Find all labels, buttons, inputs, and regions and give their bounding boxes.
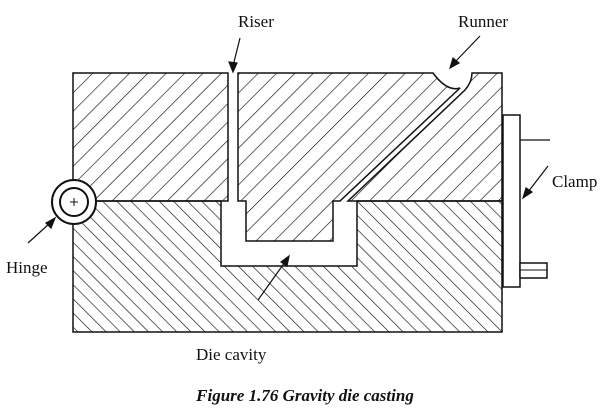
upper-die-half [72, 72, 503, 242]
riser-label: Riser [238, 12, 274, 31]
hinge-label: Hinge [6, 258, 48, 277]
runner-label: Runner [458, 12, 509, 31]
die-cavity-label: Die cavity [196, 345, 267, 364]
clamp-label: Clamp [552, 172, 598, 191]
figure-caption: Figure 1.76 Gravity die casting [196, 386, 414, 405]
leader-lines [27, 35, 550, 301]
hinge-icon [51, 179, 97, 225]
clamp-icon [502, 114, 548, 288]
